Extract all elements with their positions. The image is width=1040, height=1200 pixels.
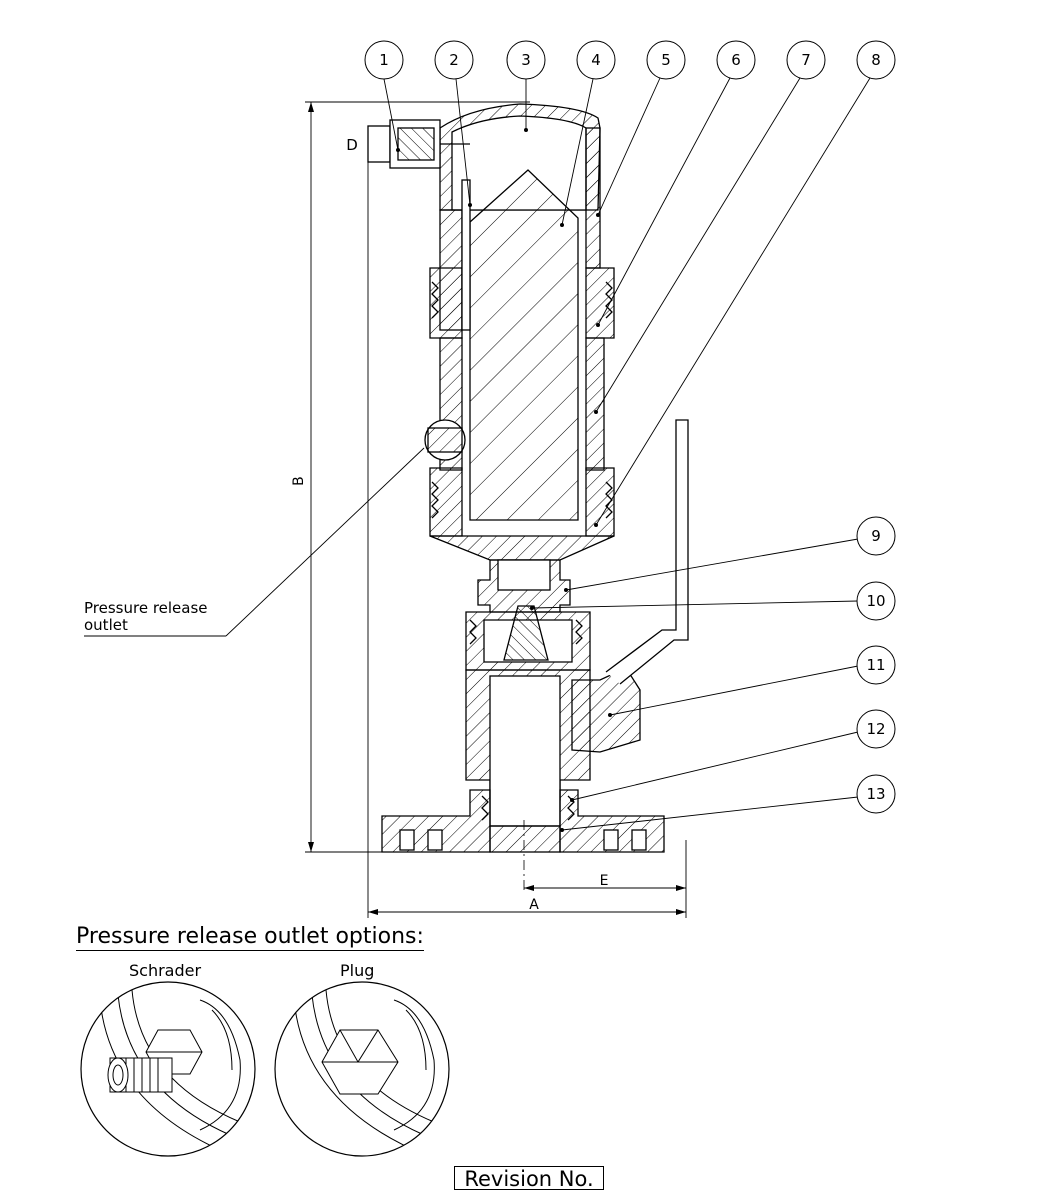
leader-dots: [396, 128, 612, 832]
options-title: Pressure release outlet options:: [76, 924, 424, 951]
balloon-13: 13: [856, 774, 896, 814]
dimension-a-label: A: [529, 897, 539, 913]
pressure-release-note-line2: outlet: [84, 616, 128, 634]
dimension-d-label: D: [346, 136, 358, 154]
dimension-lines: [305, 101, 687, 918]
balloon-1: 1: [364, 40, 404, 80]
balloon-12-number: 12: [866, 720, 885, 738]
balloon-6: 6: [716, 40, 756, 80]
plug-label: Plug: [340, 961, 375, 980]
plug-option-detail: [274, 981, 450, 1157]
balloon-10-number: 10: [866, 592, 885, 610]
balloon-11-number: 11: [866, 656, 885, 674]
assembly-body: [367, 103, 689, 890]
balloon-11: 11: [856, 645, 896, 685]
balloon-9: 9: [856, 516, 896, 556]
balloon-6-number: 6: [731, 51, 741, 69]
balloon-1-number: 1: [379, 51, 389, 69]
balloon-7: 7: [786, 40, 826, 80]
balloon-2-number: 2: [449, 51, 459, 69]
balloon-13-number: 13: [866, 785, 885, 803]
balloon-9-number: 9: [871, 527, 881, 545]
revision-number-box: Revision No.: [454, 1166, 604, 1191]
balloon-12: 12: [856, 709, 896, 749]
balloon-4: 4: [576, 40, 616, 80]
dimension-arrows: [308, 102, 686, 915]
balloon-8: 8: [856, 40, 896, 80]
dimension-b-label: B: [291, 476, 307, 486]
balloon-5: 5: [646, 40, 686, 80]
balloon-3-number: 3: [521, 51, 531, 69]
balloon-8-number: 8: [871, 51, 881, 69]
schrader-option-detail: [80, 981, 256, 1157]
balloon-4-number: 4: [591, 51, 601, 69]
dimension-e-label: E: [600, 873, 609, 889]
balloon-3: 3: [506, 40, 546, 80]
balloon-7-number: 7: [801, 51, 811, 69]
balloon-5-number: 5: [661, 51, 671, 69]
schrader-label: Schrader: [129, 961, 202, 980]
balloon-10: 10: [856, 581, 896, 621]
pressure-release-note: Pressure release outlet: [84, 600, 208, 634]
pressure-release-note-line1: Pressure release: [84, 599, 208, 617]
balloon-leaders: [84, 77, 871, 831]
balloon-2: 2: [434, 40, 474, 80]
